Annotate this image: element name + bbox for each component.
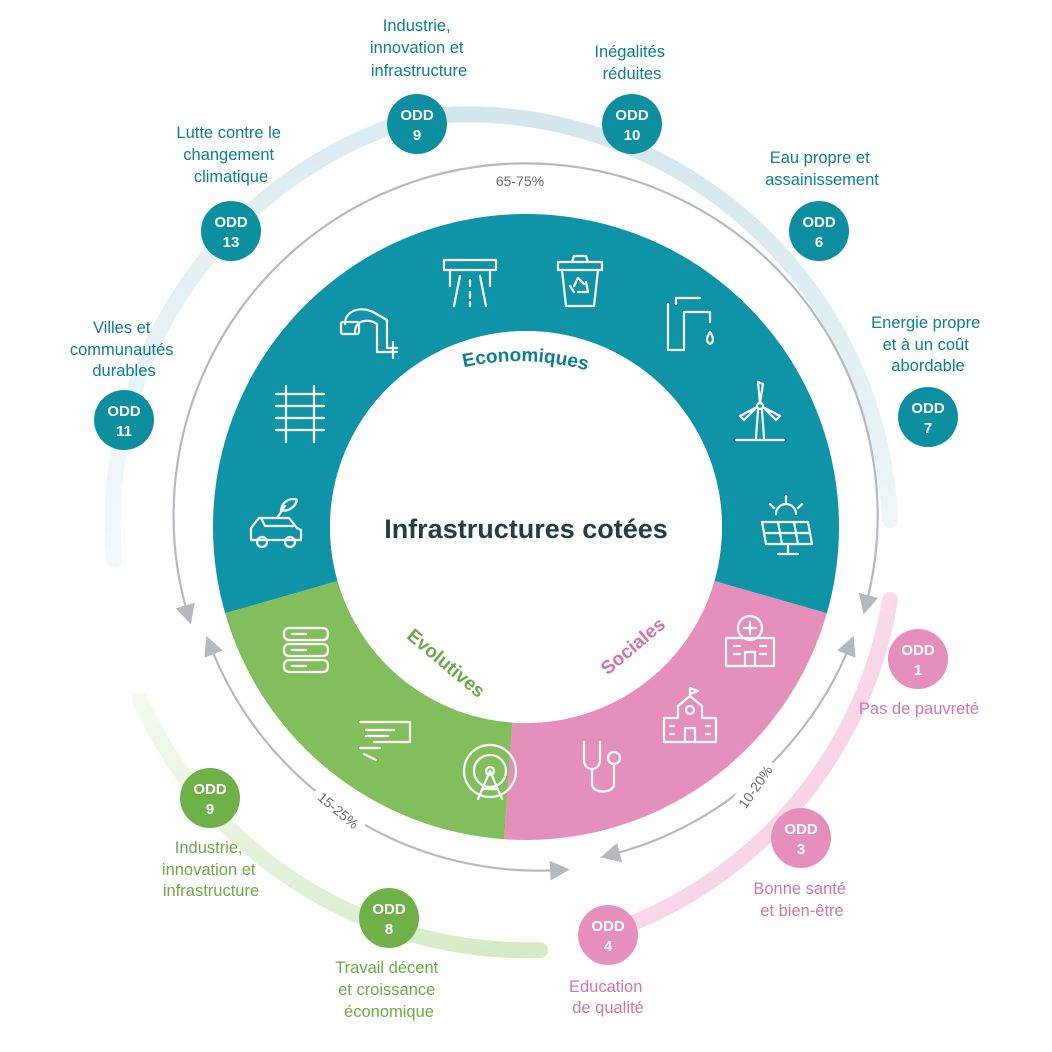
- antenna-tower-icon: [462, 743, 518, 801]
- svg-text:ODD: ODD: [615, 107, 649, 124]
- svg-text:1: 1: [914, 662, 922, 679]
- svg-text:ODD: ODD: [193, 781, 227, 798]
- odd-label-13: Lutte contre le changement climatique: [176, 124, 285, 186]
- donut-center: [330, 331, 722, 723]
- svg-text:ODD: ODD: [911, 400, 945, 417]
- solar-panel-icon: [760, 494, 814, 556]
- car-leaf-icon: [249, 497, 303, 549]
- svg-text:10: 10: [624, 127, 641, 144]
- svg-text:ODD: ODD: [400, 107, 434, 124]
- arc-economiques: [172, 162, 879, 625]
- highway-toll-icon: [442, 258, 498, 308]
- svg-text:11: 11: [116, 423, 132, 440]
- svg-text:ODD: ODD: [591, 918, 625, 935]
- outer-track-economiques-left: [104, 109, 428, 568]
- svg-text:ODD: ODD: [802, 214, 836, 231]
- donut: [213, 213, 840, 840]
- odd-label-1: Pas de pauvreté: [859, 700, 979, 718]
- odd-label-8: Travail décent et croissance économique: [335, 959, 443, 1021]
- odd-label-7: Energie propre et à un coût abordable: [871, 314, 985, 375]
- odd-badge-8: ODD 8: [359, 888, 419, 948]
- segment-evolutives: [225, 581, 513, 840]
- svg-text:4: 4: [604, 938, 613, 955]
- svg-text:ODD: ODD: [107, 403, 141, 420]
- odd-label-10: Inégalités réduites: [594, 43, 669, 83]
- svg-text:8: 8: [385, 921, 393, 938]
- odd-badge-1: ODD 1: [888, 629, 948, 689]
- odd-label-9-evolutives: Industrie, innovation et infrastructure: [162, 839, 260, 900]
- odd-label-11: Villes et communautés durables: [70, 319, 178, 380]
- server-stack-icon: [282, 626, 330, 674]
- odd-label-3: Bonne santé et bien-être: [753, 880, 850, 920]
- odd-label-9-economiques: Industrie, innovation et infrastructure: [370, 17, 468, 80]
- odd-badge-10: ODD 10: [602, 94, 662, 154]
- svg-text:ODD: ODD: [901, 642, 935, 659]
- odd-badge-13: ODD 13: [201, 201, 261, 261]
- odd-badge-4: ODD 4: [578, 905, 638, 965]
- school-icon: [662, 686, 718, 744]
- railway-track-icon: [274, 384, 326, 444]
- segment-sociales: [504, 581, 827, 840]
- svg-text:ODD: ODD: [784, 821, 818, 838]
- svg-text:13: 13: [223, 234, 240, 251]
- svg-text:ODD: ODD: [214, 214, 248, 231]
- stethoscope-icon: [582, 740, 622, 793]
- wind-turbine-icon: [734, 380, 786, 442]
- hospital-icon: [724, 614, 776, 668]
- water-tap-icon: [666, 296, 715, 352]
- svg-text:ODD: ODD: [372, 901, 406, 918]
- pipeline-icon: [339, 308, 399, 360]
- outer-track-economiques-right: [412, 106, 898, 528]
- fiber-cable-icon: [358, 720, 412, 762]
- odd-badge-3: ODD 3: [771, 808, 831, 868]
- odd-badge-9-evolutives: ODD 9: [180, 768, 240, 828]
- svg-text:9: 9: [413, 127, 421, 144]
- odd-goals: ODD 9 Industrie, innovation et infrastru…: [70, 17, 985, 1021]
- odd-badge-7: ODD 7: [898, 387, 958, 447]
- percent-label-economiques: 65-75%: [496, 173, 544, 189]
- odd-label-4: Education de qualité: [569, 978, 647, 1017]
- odd-badge-6: ODD 6: [789, 201, 849, 261]
- segment-economiques: [213, 213, 840, 614]
- outer-track-evolutives: [132, 692, 548, 959]
- recycling-bin-icon: [556, 254, 604, 308]
- svg-text:7: 7: [924, 420, 932, 437]
- svg-text:9: 9: [206, 801, 214, 818]
- svg-text:6: 6: [815, 234, 823, 251]
- odd-label-6: Eau propre et assainissement: [765, 149, 879, 189]
- svg-text:3: 3: [797, 841, 805, 858]
- center-title: Infrastructures cotées: [384, 514, 668, 544]
- odd-badge-11: ODD 11: [94, 390, 154, 450]
- odd-badge-9-economiques: ODD 9: [387, 94, 447, 154]
